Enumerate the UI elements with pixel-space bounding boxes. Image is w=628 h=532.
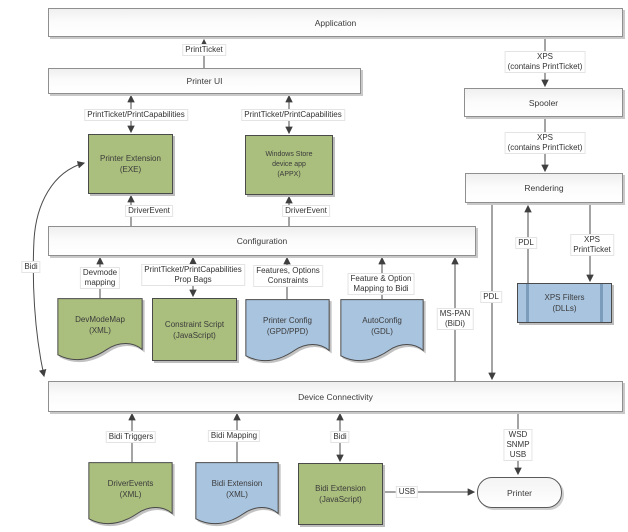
node-bidi-extension-xml-line1: Bidi Extension [211,479,263,489]
node-devmodemap: DevModeMap (XML) [57,298,143,364]
node-printer-config: Printer Config (GPD/PPD) [245,299,330,365]
node-bidi-extension-xml: Bidi Extension (XML) [195,462,279,528]
node-driverevents-line2: (XML) [119,490,142,500]
label-wsd-snmp-usb: WSD SNMP USB [503,429,533,461]
layer-application-label: Application [314,17,357,28]
label-bidi-mapping: Bidi Mapping [207,430,261,442]
document-shape [88,462,173,528]
layer-configuration-label: Configuration [236,236,288,246]
layer-rendering: Rendering [465,173,623,203]
label-devmode-mapping: Devmode mapping [79,267,121,289]
node-windows-store-line2: device app [272,161,306,168]
label-ptpc-right: PrintTicket/PrintCapabilities [241,109,345,121]
node-bidi-extension-js: Bidi Extension (JavaScript) [298,463,383,525]
document-shape [195,462,279,528]
label-driverevent-left: DriverEvent [125,205,173,217]
label-xps-printticket: XPS PrintTicket [570,234,614,256]
node-driverevents-line1: DriverEvents [107,479,154,489]
label-xps-contains-top: XPS (contains PrintTicket) [504,51,586,73]
node-printer: Printer [477,477,562,508]
inner-bar-right [600,284,603,322]
layer-device-connectivity: Device Connectivity [48,381,623,412]
layer-application: Application [48,8,623,37]
layer-printer-ui-label: Printer UI [186,76,223,86]
layer-configuration: Configuration [48,226,476,256]
node-devmodemap-line2: (XML) [89,326,111,336]
layer-spooler: Spooler [464,88,623,117]
node-windows-store-line1: Windows Store [265,151,313,158]
node-constraint-script-line2: (JavaScript) [173,330,216,340]
node-bidi-extension-xml-line2: (XML) [226,490,248,500]
label-pdl-down: PDL [480,291,502,303]
document-shape [340,299,424,365]
node-printer-label: Printer [506,487,533,498]
arrow-bidi-curve [32,161,86,378]
node-bidi-extension-js-line1: Bidi Extension [315,484,366,493]
label-bidi-side: Bidi [21,261,41,273]
label-prop-bags: PrintTicket/PrintCapabilities Prop Bags [141,264,245,286]
node-printer-extension-line1: Printer Extension [100,154,161,163]
node-autoconfig: AutoConfig (GDL) [340,299,424,365]
node-driverevents: DriverEvents (XML) [88,462,173,528]
layer-printer-ui: Printer UI [48,68,361,94]
node-xps-filters-line2: (DLLs) [552,304,577,313]
label-driverevent-right: DriverEvent [282,205,330,217]
node-xps-filters: XPS Filters (DLLs) [517,283,612,323]
label-feature-option-bidi: Feature & Option Mapping to Bidi [347,273,415,295]
node-constraint-script: Constraint Script (JavaScript) [152,298,237,361]
node-devmodemap-line1: DevModeMap [75,315,125,325]
node-printer-extension: Printer Extension (EXE) [88,134,173,194]
node-constraint-script-line1: Constraint Script [164,319,225,329]
label-pdl-up: PDL [515,237,537,249]
layer-rendering-label: Rendering [524,183,564,193]
document-shape [245,299,330,365]
label-features-options: Features, Options Constraints [253,265,323,287]
node-printer-config-line1: Printer Config [263,316,312,326]
layer-spooler-label: Spooler [528,97,559,108]
node-autoconfig-line1: AutoConfig [362,316,402,326]
label-xps-contains-mid: XPS (contains PrintTicket) [504,132,586,154]
label-ptpc-left: PrintTicket/PrintCapabilities [84,109,188,121]
node-windows-store-line3: (APPX) [277,171,301,178]
node-windows-store-app: Windows Store device app (APPX) [245,135,333,195]
label-printticket: PrintTicket [182,44,226,56]
label-bidi-bottom: Bidi [330,431,350,443]
node-printer-extension-line2: (EXE) [119,165,142,174]
inner-bar-left [526,284,529,322]
layer-device-connectivity-label: Device Connectivity [298,391,373,402]
label-usb: USB [395,486,419,498]
node-xps-filters-line1: XPS Filters [544,293,585,302]
node-bidi-extension-js-line2: (JavaScript) [319,495,362,504]
node-autoconfig-line2: (GDL) [371,327,393,337]
node-printer-config-line2: (GPD/PPD) [266,327,309,337]
label-ms-pan: MS-PAN (BiDi) [436,308,474,330]
label-bidi-triggers: Bidi Triggers [105,431,157,443]
